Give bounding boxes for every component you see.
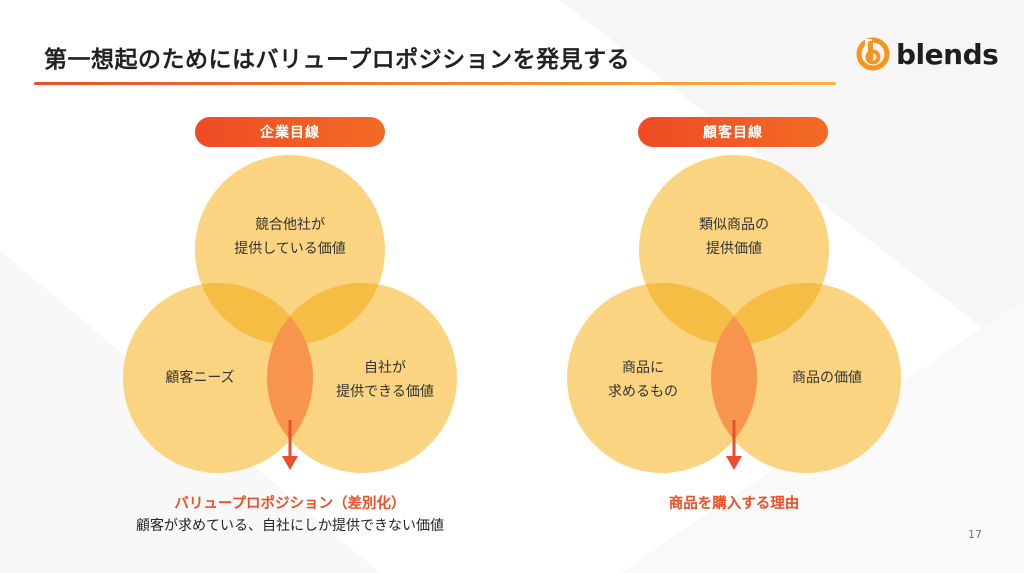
- left-right-line2: 提供できる価値: [336, 384, 434, 400]
- blends-logo-icon: [856, 37, 890, 71]
- left-overlap-top-right: [267, 283, 385, 345]
- right-caption-main: 商品を購入する理由: [668, 496, 800, 512]
- right-overlap-top-left: [639, 283, 757, 345]
- right-overlap-top-right: [711, 283, 829, 345]
- left-venn: [123, 155, 457, 473]
- page-title: 第一想起のためにはバリュープロポジションを発見する: [44, 47, 631, 73]
- left-right-circle-label: 自社が 提供できる価値: [320, 356, 450, 404]
- right-left-line1: 商品に: [622, 360, 664, 376]
- left-top-line1: 競合他社が: [255, 217, 325, 233]
- right-diagram-header: 顧客目線: [638, 117, 828, 147]
- right-venn: [567, 155, 901, 473]
- right-left-circle-label: 商品に 求めるもの: [578, 356, 708, 404]
- left-arrow-head: [282, 456, 298, 470]
- right-top-line1: 類似商品の: [699, 217, 769, 233]
- left-top-line2: 提供している価値: [234, 241, 346, 257]
- left-diagram-header: 企業目線: [195, 117, 385, 147]
- left-right-line1: 自社が: [364, 360, 406, 376]
- brand-logo: blends: [856, 36, 999, 72]
- left-caption-sub: 顧客が求めている、自社にしか提供できない価値: [136, 518, 444, 534]
- left-overlap-top-left: [195, 283, 313, 345]
- right-left-line2: 求めるもの: [608, 384, 678, 400]
- right-top-circle-label: 類似商品の 提供価値: [654, 213, 814, 261]
- left-top-circle-label: 競合他社が 提供している価値: [210, 213, 370, 261]
- left-caption-main: バリュープロポジション（差別化）: [174, 496, 406, 512]
- title-underline: [34, 82, 836, 85]
- page-number: 17: [968, 528, 982, 541]
- right-top-line2: 提供価値: [706, 241, 762, 257]
- logo-wordmark: blends: [896, 37, 999, 71]
- right-right-circle-label: 商品の価値: [792, 370, 862, 386]
- left-left-circle-label: 顧客ニーズ: [165, 370, 235, 386]
- right-arrow-head: [726, 456, 742, 470]
